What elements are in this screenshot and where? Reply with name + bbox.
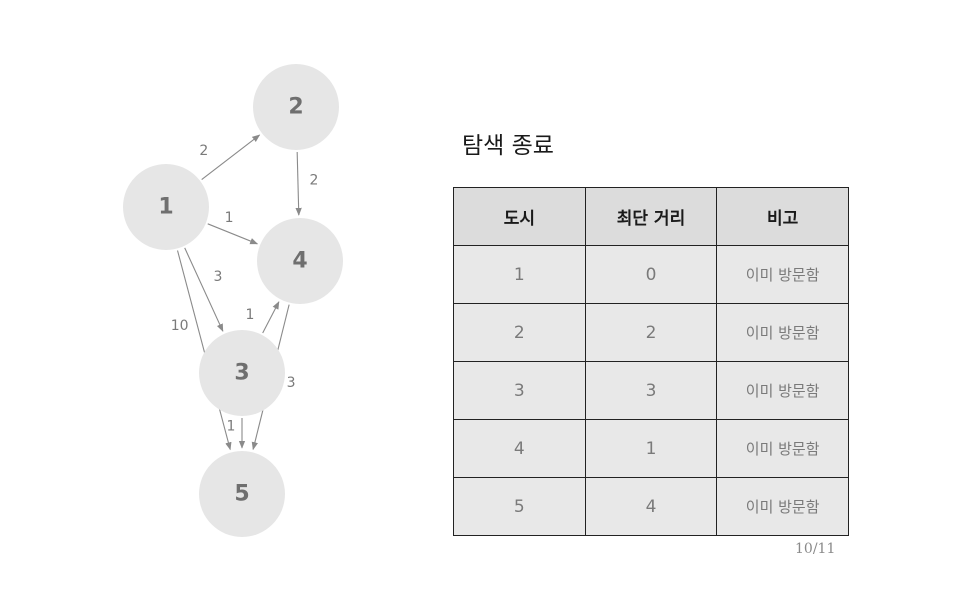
node-label: 3 bbox=[234, 361, 249, 386]
cell-distance: 2 bbox=[584, 303, 718, 362]
node-label: 5 bbox=[234, 482, 249, 507]
cell-distance: 4 bbox=[584, 477, 718, 536]
table-row: 2 2 이미 방문함 bbox=[453, 303, 849, 362]
node-label: 1 bbox=[158, 195, 173, 220]
edge-weight-2-4: 2 bbox=[309, 172, 318, 188]
cell-city: 1 bbox=[453, 245, 586, 304]
cell-city: 5 bbox=[453, 477, 586, 536]
node-circle bbox=[123, 164, 209, 250]
cell-note: 이미 방문함 bbox=[716, 477, 849, 536]
cell-city: 3 bbox=[453, 361, 586, 420]
table-row: 5 4 이미 방문함 bbox=[453, 477, 849, 536]
edge-weight-3-5: 1 bbox=[227, 418, 236, 434]
edge-2-4 bbox=[295, 151, 302, 216]
edge-1-5 bbox=[176, 250, 232, 451]
node-label: 2 bbox=[288, 95, 303, 120]
page-number: 10/11 bbox=[795, 541, 836, 557]
edge-3-4 bbox=[262, 301, 280, 334]
cell-distance: 0 bbox=[584, 245, 718, 304]
shortest-distance-table: 도시 최단 거리 비고 1 0 이미 방문함 2 2 이미 방문함 3 3 이미… bbox=[453, 187, 849, 536]
node-label: 4 bbox=[292, 249, 307, 274]
edge-1-3 bbox=[184, 247, 224, 332]
node-circle bbox=[257, 218, 343, 304]
node-1: 1 bbox=[123, 164, 209, 250]
node-5: 5 bbox=[199, 451, 285, 537]
cell-note: 이미 방문함 bbox=[716, 245, 849, 304]
cell-distance: 1 bbox=[584, 419, 718, 478]
header-city: 도시 bbox=[453, 187, 586, 246]
cell-note: 이미 방문함 bbox=[716, 419, 849, 478]
nodes-layer: 1 2 3 4 5 bbox=[123, 64, 343, 537]
table-row: 4 1 이미 방문함 bbox=[453, 419, 849, 478]
table-row: 3 3 이미 방문함 bbox=[453, 361, 849, 420]
edge-weight-1-2: 2 bbox=[199, 143, 208, 159]
graph-diagram: 2 1 3 10 2 1 1 3 1 2 3 4 5 bbox=[123, 64, 343, 537]
edge-weight-1-3: 3 bbox=[214, 269, 223, 285]
edge-1-2 bbox=[201, 134, 261, 180]
header-note: 비고 bbox=[716, 187, 849, 246]
edge-weight-1-5: 10 bbox=[171, 318, 189, 334]
page-title: 탐색 종료 bbox=[462, 133, 554, 159]
node-circle bbox=[199, 330, 285, 416]
node-3: 3 bbox=[199, 330, 285, 416]
cell-note: 이미 방문함 bbox=[716, 361, 849, 420]
edge-weight-4-5: 3 bbox=[287, 375, 296, 391]
node-circle bbox=[199, 451, 285, 537]
edge-1-4 bbox=[207, 223, 259, 245]
node-4: 4 bbox=[257, 218, 343, 304]
cell-city: 2 bbox=[453, 303, 586, 362]
edge-weight-3-4: 1 bbox=[246, 307, 255, 323]
table-row: 1 0 이미 방문함 bbox=[453, 245, 849, 304]
header-shortest-distance: 최단 거리 bbox=[584, 187, 718, 246]
cell-city: 4 bbox=[453, 419, 586, 478]
cell-note: 이미 방문함 bbox=[716, 303, 849, 362]
node-circle bbox=[253, 64, 339, 150]
node-2: 2 bbox=[253, 64, 339, 150]
table-header-row: 도시 최단 거리 비고 bbox=[453, 187, 849, 246]
edge-weight-1-4: 1 bbox=[225, 210, 234, 226]
cell-distance: 3 bbox=[584, 361, 718, 420]
